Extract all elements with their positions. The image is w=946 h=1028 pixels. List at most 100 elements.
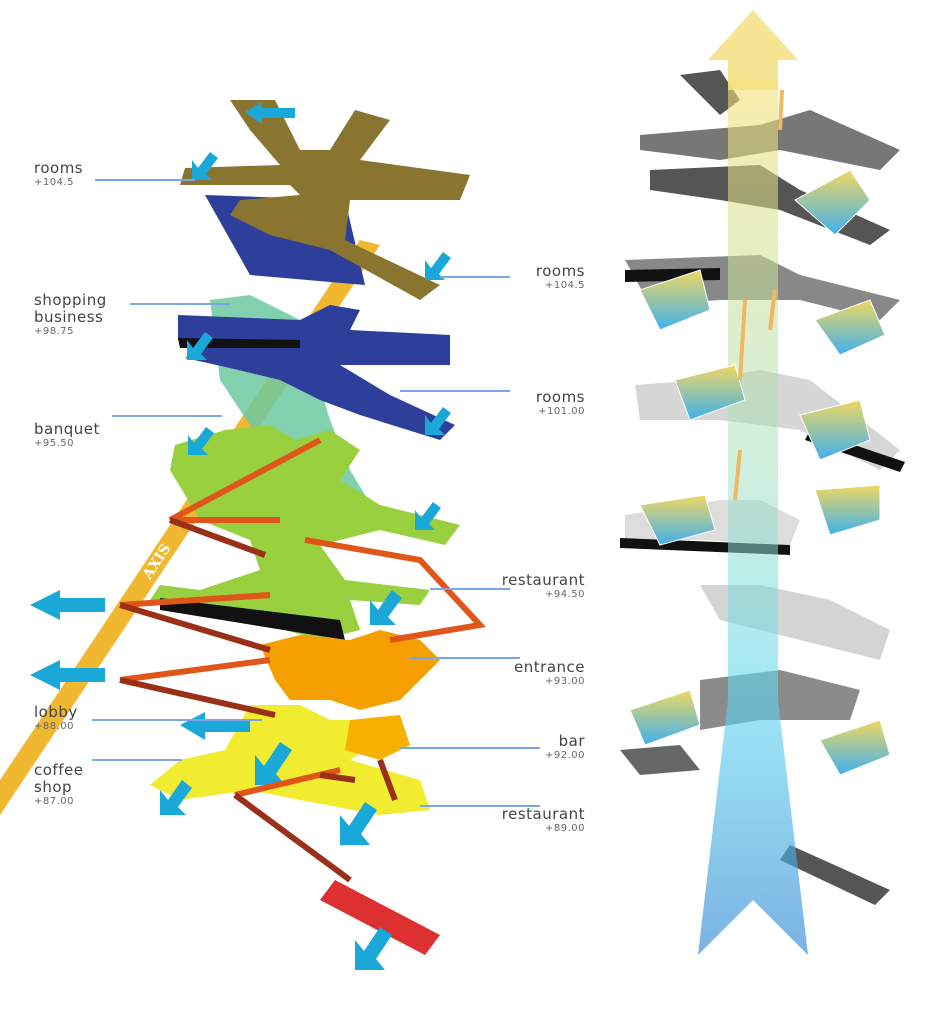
arrow-down-11 (355, 927, 392, 970)
label-entrance: entrance +93.00 (460, 659, 585, 688)
fan-vent (629, 689, 701, 746)
leader-line (92, 719, 262, 721)
leader-line (95, 179, 195, 181)
label-restaurant-89: restaurant +89.00 (440, 806, 585, 835)
circulation-arrows (119, 437, 486, 883)
label-elevation: +93.00 (544, 676, 585, 687)
label-rooms-104-5-right: rooms +104.5 (480, 263, 585, 292)
fan-vent (674, 364, 746, 421)
label-name: lobby (34, 703, 78, 721)
label-elevation: +95.50 (34, 438, 75, 449)
label-elevation: +87.00 (34, 796, 75, 807)
label-elevation: +88.00 (34, 721, 75, 732)
arrow-brown-4 (233, 792, 352, 883)
right-model (620, 10, 905, 955)
fan-vent (799, 399, 871, 461)
up-arrow-small (768, 289, 777, 331)
label-name-line1: coffee (34, 761, 84, 779)
grey-plate-7b (620, 745, 700, 775)
axis-label: AXIS (139, 541, 174, 583)
leader-line (440, 276, 510, 278)
label-bar: bar +92.00 (480, 733, 585, 762)
label-elevation: +94.50 (544, 589, 585, 600)
floor-bar (345, 715, 410, 760)
leader-line (420, 805, 540, 807)
label-restaurant-94-5: restaurant +94.50 (440, 572, 585, 601)
label-name: restaurant (501, 571, 585, 589)
fan-vent (814, 484, 881, 536)
arrow-brown-5 (377, 758, 398, 802)
label-name: entrance (514, 658, 585, 676)
fan-vent (814, 299, 886, 356)
up-arrow-small (738, 299, 747, 381)
leader-line (430, 588, 510, 590)
fan-vent (639, 494, 716, 546)
up-arrow-small (778, 89, 784, 131)
arrow-top (245, 102, 295, 124)
label-name: rooms (535, 262, 585, 280)
arrow-down-7 (370, 590, 402, 625)
arrow-down-10 (340, 802, 377, 845)
arrow-down-5 (188, 427, 214, 455)
arrow-brown-3 (119, 677, 276, 718)
arrow-orange-4 (119, 592, 271, 608)
arrow-orange-1 (168, 437, 322, 523)
grey-plate-8 (780, 845, 890, 905)
label-elevation: +104.5 (34, 177, 75, 188)
fan-vent (819, 719, 891, 776)
leader-line (130, 303, 230, 305)
label-banquet: banquet +95.50 (34, 421, 100, 450)
label-name-line2: business (34, 308, 104, 326)
label-shopping-business: shopping business +98.75 (34, 292, 107, 338)
arrow-down-2 (425, 252, 451, 280)
fan-vent (639, 269, 711, 331)
up-arrow-icon (708, 10, 798, 90)
arrow-down-3 (187, 332, 213, 360)
floor-service (320, 880, 440, 955)
grey-plate-1-top (680, 70, 740, 115)
arrow-down-4 (425, 407, 451, 435)
blue-arrows (30, 102, 451, 970)
arrow-orange-3 (304, 537, 486, 643)
label-elevation: +98.75 (34, 326, 75, 337)
small-up-arrows (733, 89, 784, 501)
label-elevation: +101.00 (538, 406, 585, 417)
floor-banquet (150, 425, 460, 640)
leader-line (92, 759, 182, 761)
label-name: restaurant (501, 805, 585, 823)
label-lobby: lobby +88.00 (34, 704, 78, 733)
label-name-line2: shop (34, 778, 73, 796)
floor-entrance (260, 630, 440, 710)
arrow-down-1 (192, 152, 218, 180)
label-elevation: +89.00 (544, 823, 585, 834)
arrow-orange-5 (119, 657, 271, 683)
label-name: rooms (34, 159, 84, 177)
label-coffee-shop: coffee shop +87.00 (34, 762, 83, 808)
floor-business (178, 305, 455, 440)
arrow-brown-2 (119, 602, 271, 653)
fan-vents (629, 169, 891, 776)
leader-line (112, 415, 222, 417)
fan-vent (794, 169, 871, 236)
label-name-line1: shopping (34, 291, 107, 309)
leader-line (400, 390, 510, 392)
arrow-exit-left-2 (30, 660, 105, 690)
vertical-core-shaft (698, 80, 808, 955)
label-elevation: +104.5 (544, 280, 585, 291)
label-rooms-104-5-left: rooms +104.5 (34, 160, 83, 189)
arrow-exit-left-1 (30, 590, 105, 620)
leader-line (400, 747, 540, 749)
up-arrow-small (733, 449, 742, 501)
floor-banquet-shadow (160, 598, 345, 640)
floor-rooms-top (180, 100, 470, 300)
label-rooms-101: rooms +101.00 (480, 389, 585, 418)
label-name: bar (558, 732, 585, 750)
label-elevation: +92.00 (544, 750, 585, 761)
label-name: rooms (535, 388, 585, 406)
label-name: banquet (34, 420, 100, 438)
arrow-brown-6 (319, 772, 356, 783)
arrow-down-9 (160, 780, 192, 815)
arrow-down-6 (415, 502, 441, 530)
